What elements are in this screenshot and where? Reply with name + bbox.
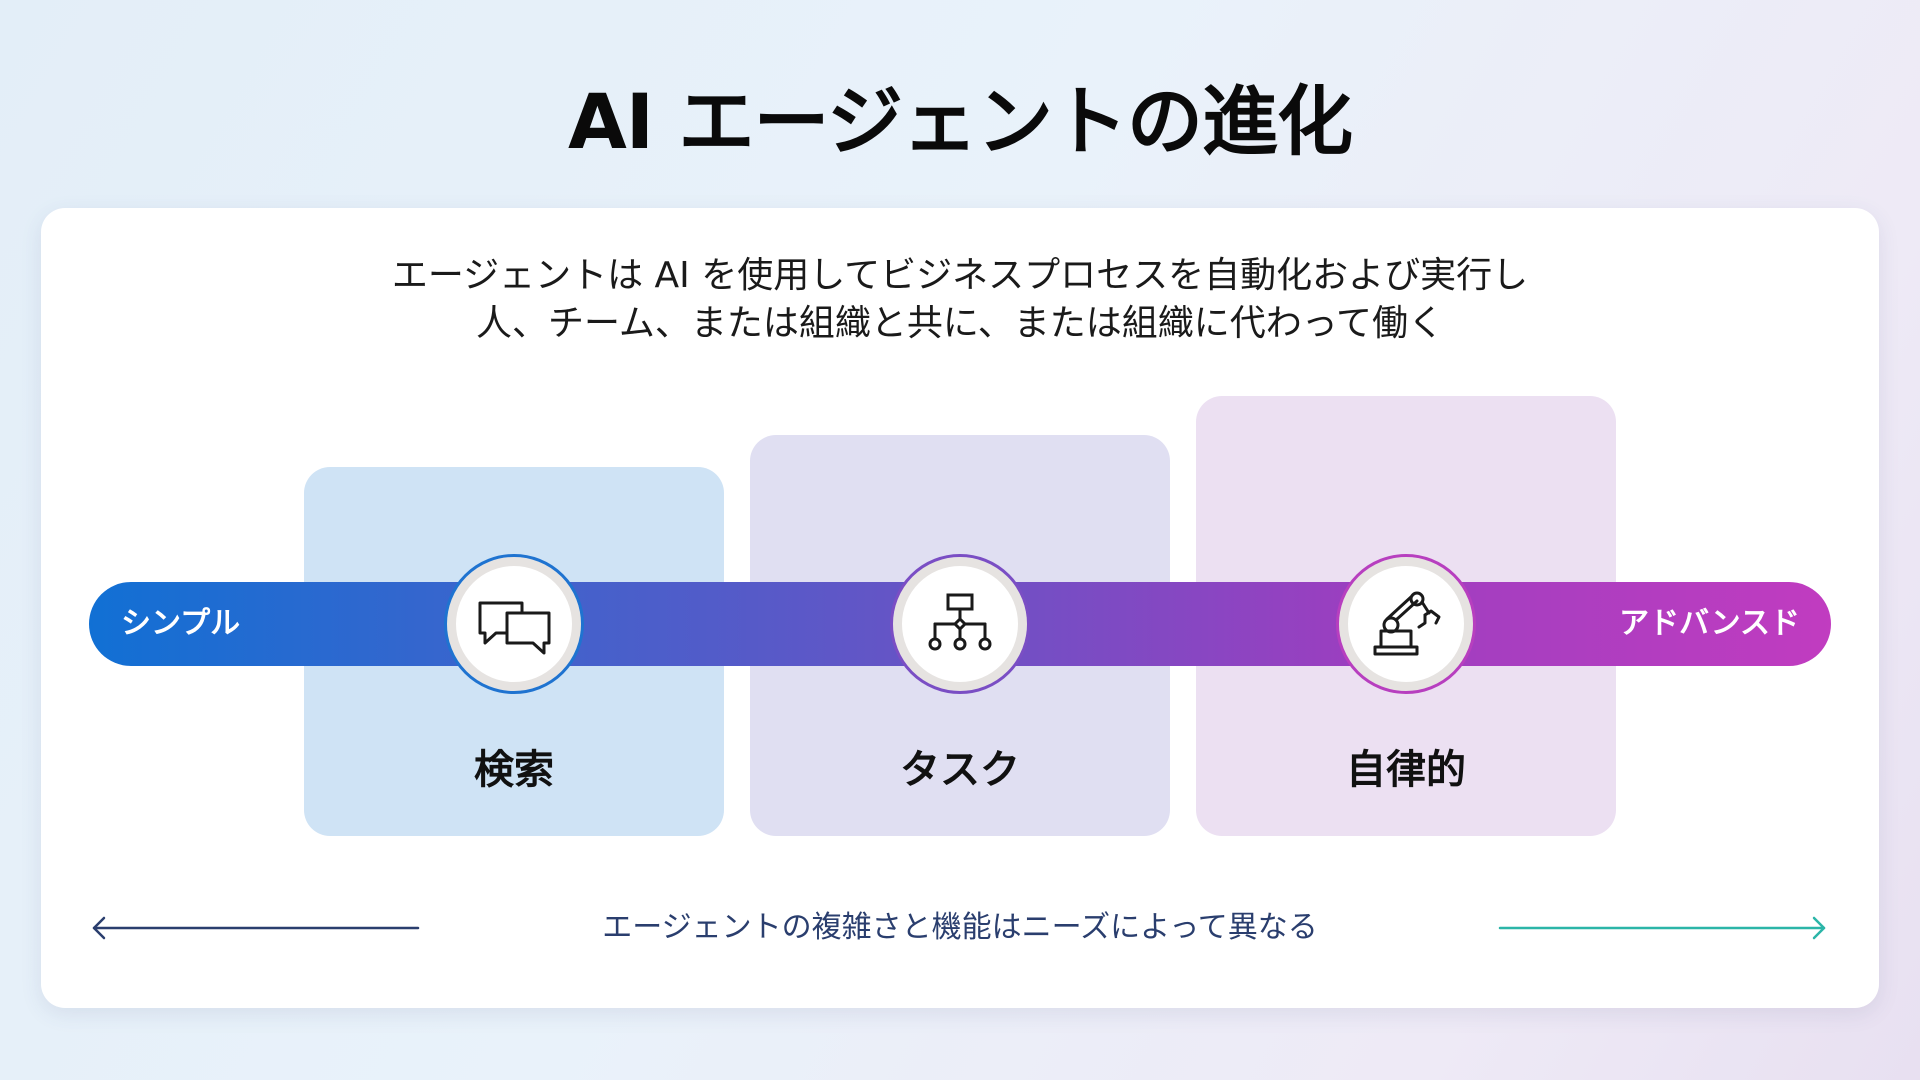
page-title: AI エージェントの進化 — [567, 77, 1353, 166]
search-stage-badge — [444, 554, 584, 694]
spectrum-label-simple: シンプル — [121, 606, 241, 641]
chat-bubbles-icon — [478, 601, 551, 655]
left-arrow-icon — [92, 916, 420, 940]
right-arrow-icon — [1498, 916, 1826, 940]
stage-label-task: タスク — [900, 747, 1020, 793]
robotic-arm-icon — [1373, 591, 1441, 656]
footer-caption: エージェントの複雑さと機能はニーズによって異なる — [602, 910, 1318, 945]
description-line-1: エージェントは AI を使用してビジネスプロセスを自動化および実行し — [391, 255, 1529, 296]
autonomous-stage-badge — [1336, 554, 1476, 694]
hierarchy-flow-icon — [928, 593, 992, 651]
task-stage-badge — [890, 554, 1030, 694]
stage-label-search: 検索 — [474, 747, 554, 793]
spectrum-label-advanced: アドバンスド — [1619, 606, 1800, 641]
stage-label-autonomous: 自律的 — [1346, 747, 1466, 793]
description-line-2: 人、チーム、または組織と共に、または組織に代わって働く — [475, 303, 1445, 344]
